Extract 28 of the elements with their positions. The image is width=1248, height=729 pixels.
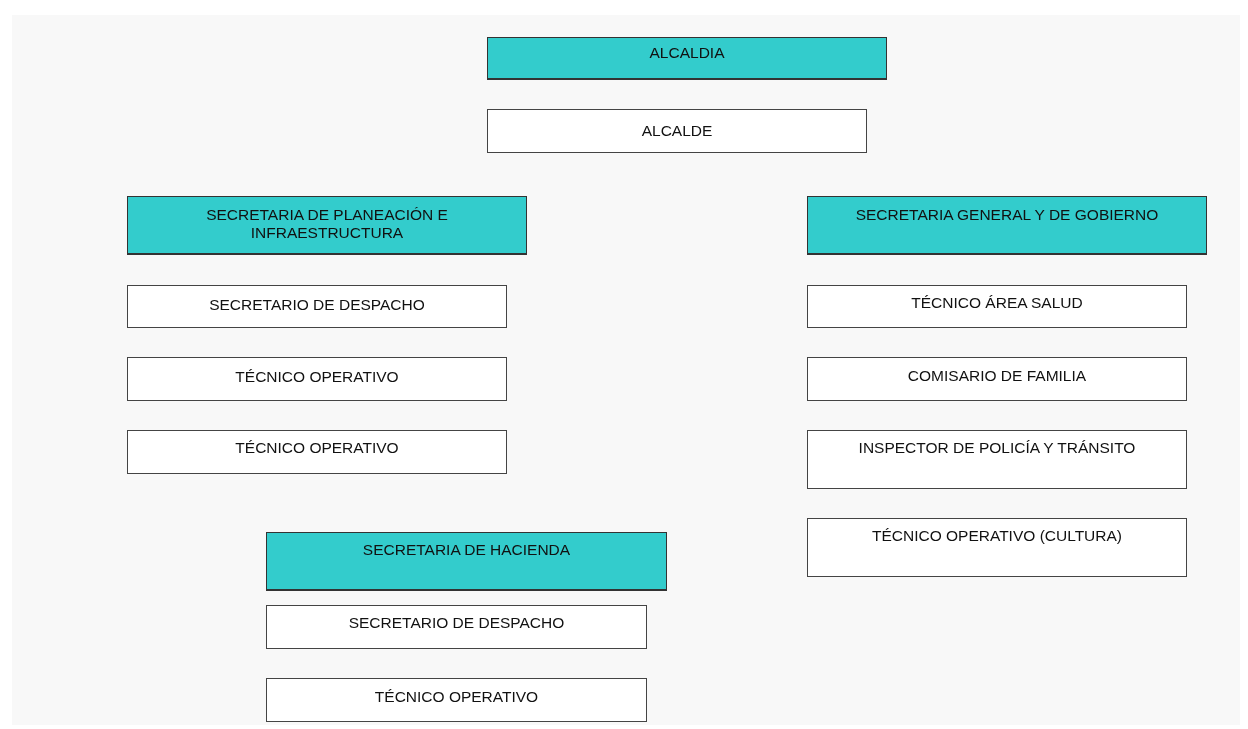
position-box (807, 518, 1187, 577)
position-title: INSPECTOR DE POLICÍA Y TRÁNSITO (857, 438, 1137, 457)
department-name: SECRETARIA GENERAL Y DE GOBIERNO (854, 205, 1160, 224)
position-title: TÉCNICO ÁREA SALUD (910, 293, 1084, 312)
position-title: TÉCNICO OPERATIVO (CULTURA) (871, 526, 1123, 545)
department-header-box (266, 532, 667, 591)
position-box (127, 285, 507, 328)
position-title: TÉCNICO OPERATIVO (373, 687, 540, 706)
position-box (807, 285, 1187, 328)
position-box (266, 678, 647, 722)
department-header-box (487, 37, 887, 80)
position-box (127, 430, 507, 474)
department-name: SECRETARIA DE HACIENDA (361, 540, 572, 559)
position-box (807, 430, 1187, 489)
position-box (266, 605, 647, 649)
position-box (807, 357, 1187, 401)
position-title: COMISARIO DE FAMILIA (906, 366, 1088, 385)
position-title: TÉCNICO OPERATIVO (234, 438, 400, 457)
department-header-box (807, 196, 1207, 255)
department-name: SECRETARIA DE PLANEACIÓN E INFRAESTRUCTURA (205, 205, 449, 242)
department-name: ALCALDIA (648, 43, 726, 62)
position-title: SECRETARIO DE DESPACHO (208, 295, 426, 314)
position-box (127, 357, 507, 401)
position-title: TÉCNICO OPERATIVO (234, 367, 400, 386)
position-box (487, 109, 867, 153)
position-title: ALCALDE (640, 121, 714, 140)
department-header-box (127, 196, 527, 255)
position-title: SECRETARIO DE DESPACHO (347, 613, 566, 632)
